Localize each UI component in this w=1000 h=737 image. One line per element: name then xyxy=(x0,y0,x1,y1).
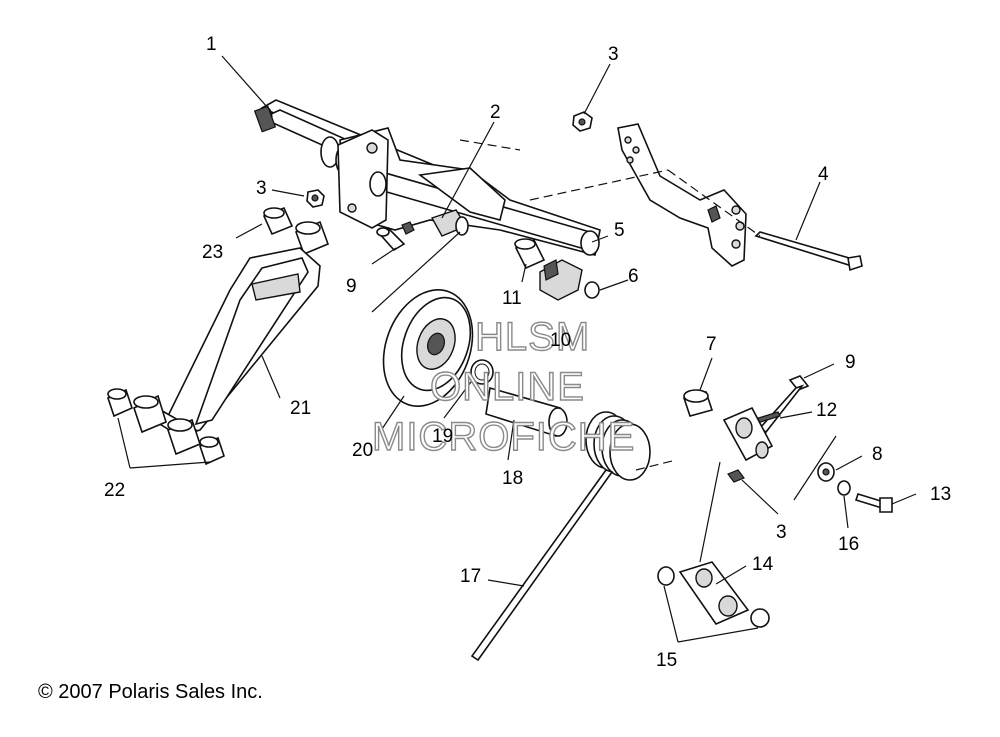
bolt-9-upper xyxy=(376,227,406,252)
reference-lines xyxy=(459,139,761,471)
arm-link xyxy=(722,406,774,462)
leader-lines xyxy=(117,55,917,643)
callout-17: 17 xyxy=(460,566,481,587)
washer-8 xyxy=(817,462,835,482)
callout-9-right: 9 xyxy=(845,352,856,373)
rear-arm-frame xyxy=(337,127,601,256)
washer-16 xyxy=(837,480,851,496)
callout-3-top: 3 xyxy=(608,44,619,65)
callout-19: 19 xyxy=(432,426,453,447)
mounting-bracket xyxy=(617,123,747,267)
copyright-notice: © 2007 Polaris Sales Inc. xyxy=(38,681,263,703)
callout-11: 11 xyxy=(502,288,522,309)
block-10 xyxy=(539,259,600,301)
watermark-line2: ONLINE xyxy=(430,365,585,409)
callout-13: 13 xyxy=(930,484,951,505)
watermark-line3: MICROFICHE xyxy=(372,415,635,459)
watermark-line1: HLSM xyxy=(475,315,590,359)
callout-14: 14 xyxy=(752,554,774,575)
bolt-9-right xyxy=(758,375,810,434)
callouts: 1 2 3 3 4 5 6 7 8 9 9 10 11 12 13 14 15 … xyxy=(104,34,951,671)
bushing-7 xyxy=(682,389,714,417)
stud xyxy=(401,209,469,237)
callout-7: 7 xyxy=(706,334,717,355)
callout-23: 23 xyxy=(202,242,223,263)
callout-1: 1 xyxy=(206,34,217,55)
ring-19 xyxy=(470,359,494,385)
callout-16: 16 xyxy=(838,534,859,555)
bushings-22 xyxy=(107,388,225,466)
callout-15: 15 xyxy=(656,650,677,671)
callout-8: 8 xyxy=(872,444,883,465)
callout-3-left: 3 xyxy=(256,178,267,199)
callout-2: 2 xyxy=(490,102,501,123)
callout-9-left: 9 xyxy=(346,276,357,297)
watermark: HLSM ONLINE MICROFICHE xyxy=(371,314,635,459)
callout-3-lower: 3 xyxy=(776,522,787,543)
bushing-11 xyxy=(514,238,546,270)
callout-6: 6 xyxy=(628,266,639,287)
torsion-spring xyxy=(470,411,651,662)
tube-18 xyxy=(485,386,568,438)
idler-wheel xyxy=(382,289,474,407)
callout-18: 18 xyxy=(502,468,523,489)
callout-12: 12 xyxy=(816,400,837,421)
bolt-13 xyxy=(854,493,893,513)
nut-top xyxy=(572,111,593,132)
callout-22: 22 xyxy=(104,480,125,501)
callout-21: 21 xyxy=(290,398,311,419)
spacers xyxy=(262,206,330,256)
nut-lower xyxy=(727,469,745,483)
link-14 xyxy=(657,561,770,628)
nut-left xyxy=(306,189,325,208)
callout-20: 20 xyxy=(352,440,373,461)
long-bolt xyxy=(754,231,863,272)
callout-5: 5 xyxy=(614,220,625,241)
callout-10: 10 xyxy=(550,330,571,351)
callout-4: 4 xyxy=(818,164,829,185)
